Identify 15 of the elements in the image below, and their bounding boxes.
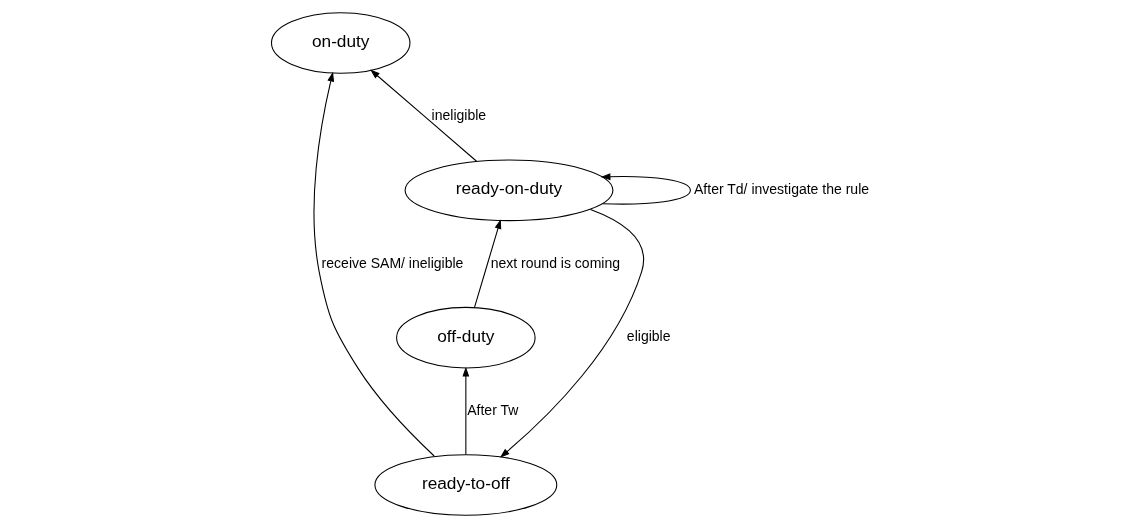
arrow — [474, 219, 502, 308]
edge-label: receive SAM/ ineligible — [321, 254, 464, 271]
arrow — [313, 71, 435, 457]
edge-label: next round is coming — [490, 254, 621, 271]
arrow — [462, 366, 470, 455]
node-ellipse: ready-to-off — [374, 454, 558, 516]
node-ellipse: on-duty — [270, 12, 411, 74]
edge-label: ineligible — [431, 107, 487, 124]
edge-label: After Td/ investigate the rule — [694, 181, 870, 198]
edge-label: eligible — [626, 328, 671, 345]
arrow — [370, 69, 478, 162]
edge-label: After Tw — [467, 401, 519, 418]
arrow — [499, 208, 645, 458]
node-ellipse: off-duty — [396, 306, 536, 369]
arrow — [600, 173, 691, 205]
